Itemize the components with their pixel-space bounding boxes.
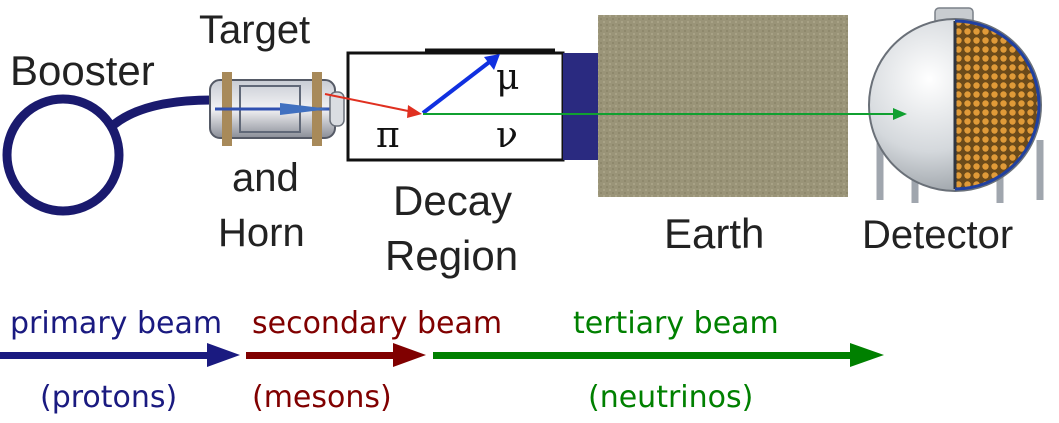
- primary-beam-arrow: [0, 343, 240, 367]
- pion-arrow: [324, 93, 422, 118]
- horn-label: Horn: [218, 211, 305, 255]
- primary-beam-particles: (protons): [40, 380, 177, 415]
- decay-label: Decay: [393, 177, 512, 224]
- secondary-beam-label: secondary beam: [252, 306, 502, 341]
- neutrino-symbol: ν: [496, 115, 518, 156]
- tertiary-beam-particles: (neutrinos): [588, 380, 753, 415]
- shield-block: [563, 53, 600, 160]
- detector-illustration: [868, 7, 1044, 203]
- region-label: Region: [385, 232, 518, 279]
- booster-label: Booster: [10, 47, 155, 94]
- tertiary-beam-label: tertiary beam: [573, 306, 779, 341]
- target-horn-illustration: [209, 72, 345, 146]
- detector-label: Detector: [862, 213, 1013, 257]
- pion-symbol: π: [376, 115, 400, 156]
- primary-beam-label: primary beam: [10, 306, 222, 341]
- target-label: Target: [199, 8, 310, 52]
- secondary-beam-arrow: [246, 343, 426, 367]
- muon-symbol: μ: [496, 57, 519, 98]
- muon-arrow: [421, 54, 500, 115]
- secondary-beam-particles: (mesons): [252, 380, 392, 415]
- and-label: and: [232, 156, 299, 200]
- neutrino-arrow: [423, 108, 907, 120]
- earth-label: Earth: [664, 210, 764, 257]
- booster-ring: [2, 94, 213, 216]
- earth-block: [598, 15, 848, 197]
- tertiary-beam-arrow: [433, 343, 884, 367]
